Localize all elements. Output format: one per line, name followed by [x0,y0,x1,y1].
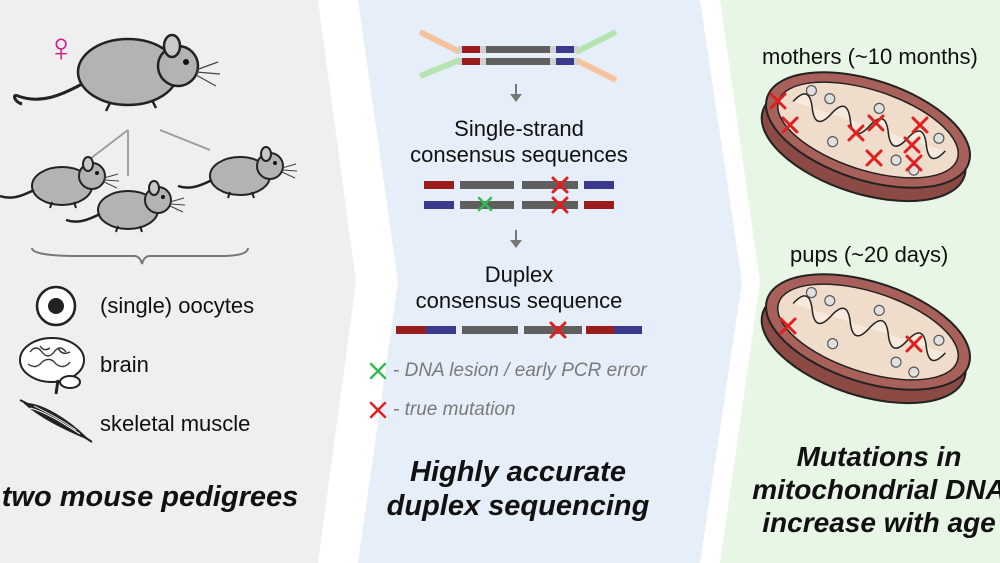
tissue-label-muscle: skeletal muscle [100,411,251,436]
tissue-label-oocytes: (single) oocytes [100,293,255,318]
muscle-icon [19,399,93,443]
middle-caption-line2: duplex sequencing [386,490,650,522]
middle-panel-background [358,0,742,563]
brace [31,247,249,265]
sscs-label-line1: Single-strand [454,116,584,141]
duplex-label-line2: consensus sequence [415,288,623,313]
legend-lesion-icon [369,362,387,380]
mothers-label: mothers (~10 months) [762,44,978,69]
left-panel-background [0,0,356,563]
tissue-label-brain: brain [100,352,149,377]
middle-caption-line1: Highly accurate [410,456,626,488]
sscs-label-line2: consensus sequences [410,142,628,167]
duplex-label-line1: Duplex [484,262,554,287]
duplex-strand [396,326,642,334]
pedigree-lines [85,129,211,176]
arrow-down [510,230,522,248]
oocyte-icon [35,285,77,327]
right-caption: Mutations in mitochondrial DNA increase … [724,440,1000,539]
middle-caption: Highly accurate duplex sequencing [368,455,668,523]
arrow-down [510,84,522,102]
sscs-label: Single-strand consensus sequences [388,116,650,168]
right-caption-line1: Mutations in [796,441,962,472]
brain-icon [19,337,85,395]
mother-mouse [13,33,221,112]
pups-label: pups (~20 days) [790,242,949,267]
legend-mutation-text: - true mutation [393,399,516,420]
legend-mutation-icon [369,401,387,419]
legend-lesion-text: - DNA lesion / early PCR error [393,360,647,381]
duplex-label: Duplex consensus sequence [388,262,650,314]
adapter-molecule [418,29,618,83]
right-caption-line3: increase with age [762,507,996,538]
left-caption: two mouse pedigrees [1,481,299,513]
mitochondrion-pups [760,273,971,405]
female-symbol: ♀ [46,26,76,70]
lesion-mark [477,196,493,212]
right-caption-line2: mitochondrial DNA [752,474,1000,505]
